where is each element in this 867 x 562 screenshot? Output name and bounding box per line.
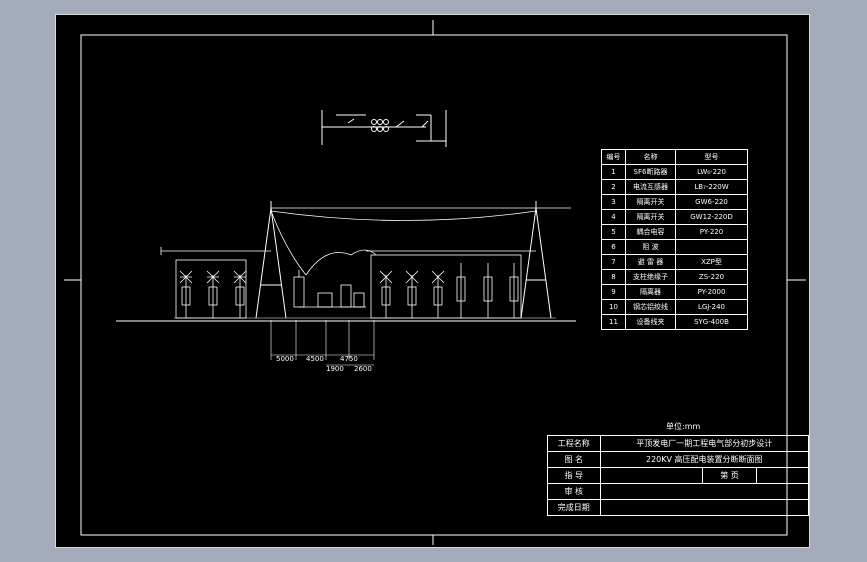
middle-equipment <box>293 270 366 308</box>
row-no: 1 <box>601 164 626 180</box>
project-value: 平顶发电厂一期工程电气部分初步设计 <box>599 435 809 452</box>
row-model: GW6-220 <box>675 194 748 210</box>
row-name: 电流互感器 <box>625 179 676 195</box>
row-name: 设备线夹 <box>625 314 676 330</box>
row-name: 支柱绝缘子 <box>625 269 676 285</box>
dimension-lines <box>270 320 375 366</box>
portal-towers <box>255 201 552 319</box>
row-no: 2 <box>601 179 626 195</box>
row-no: 3 <box>601 194 626 210</box>
dim-label: 4750 <box>340 355 358 363</box>
dimension-labels: 5000 4500 4750 1900 2600 <box>276 355 372 373</box>
row-no: 6 <box>601 239 626 255</box>
single-line-schematic <box>321 110 447 147</box>
row-model: PY-220 <box>675 224 748 240</box>
inner-frame <box>80 34 788 536</box>
row-name: 隔离器 <box>625 284 676 300</box>
header-cell: 编号 <box>601 149 626 165</box>
row-name: 钢芯铝绞线 <box>625 299 676 315</box>
row-no: 5 <box>601 224 626 240</box>
row-name: SF6断路器 <box>625 164 676 180</box>
row-model: SYG-400B <box>675 314 748 330</box>
row-name: 隔离开关 <box>625 194 676 210</box>
dim-label: 2600 <box>354 365 372 373</box>
cad-drawing: 5000 4500 4750 1900 2600 <box>64 20 806 545</box>
row-model: XZP型 <box>675 254 748 270</box>
title-row-reviewer: 审 核 <box>547 483 809 500</box>
title-row-project: 工程名称 平顶发电厂一期工程电气部分初步设计 <box>547 435 809 452</box>
date-value <box>599 499 809 516</box>
page-value <box>755 467 810 484</box>
title-row-date: 完成日期 <box>547 499 809 516</box>
overhead-wires <box>161 207 571 276</box>
header-cell: 名称 <box>625 149 676 165</box>
row-name: 隔离开关 <box>625 209 676 225</box>
row-model: PY-2000 <box>675 284 748 300</box>
dim-label: 1900 <box>326 365 344 373</box>
designer-value <box>599 467 704 484</box>
row-name: 耦合电容 <box>625 224 676 240</box>
row-name: 阻 波 <box>625 239 676 255</box>
frame-ticks <box>64 20 806 545</box>
unit-note: 单位:mm <box>666 422 701 431</box>
header-cell: 型号 <box>675 149 748 165</box>
row-model: LB₇-220W <box>675 179 748 195</box>
right-bay-equipment <box>370 254 522 319</box>
title-block: 工程名称 平顶发电厂一期工程电气部分初步设计 图 名 220KV 高压配电装置分… <box>547 435 810 516</box>
title-row-designer: 指 导 第 页 <box>547 467 810 484</box>
row-no: 8 <box>601 269 626 285</box>
row-no: 10 <box>601 299 626 315</box>
dim-label: 5000 <box>276 355 294 363</box>
row-no: 9 <box>601 284 626 300</box>
parts-table-header: 编号 名称 型号 <box>601 149 748 165</box>
row-model <box>675 239 748 255</box>
dim-label: 4500 <box>306 355 324 363</box>
row-no: 4 <box>601 209 626 225</box>
drawing-value: 220KV 高压配电装置分断断面图 <box>599 451 809 468</box>
project-label: 工程名称 <box>547 435 601 452</box>
designer-label: 指 导 <box>547 467 601 484</box>
row-model: LW₆-220 <box>675 164 748 180</box>
drawing-label: 图 名 <box>547 451 601 468</box>
date-label: 完成日期 <box>547 499 601 516</box>
title-row-drawing: 图 名 220KV 高压配电装置分断断面图 <box>547 451 809 468</box>
row-no: 11 <box>601 314 626 330</box>
left-bay-equipment <box>160 247 247 319</box>
reviewer-label: 审 核 <box>547 483 601 500</box>
row-model: GW12-220D <box>675 209 748 225</box>
row-model: LGJ-240 <box>675 299 748 315</box>
row-model: ZS-220 <box>675 269 748 285</box>
reviewer-value <box>599 483 809 500</box>
row-name: 避 雷 器 <box>625 254 676 270</box>
page-label: 第 页 <box>702 467 757 484</box>
row-no: 7 <box>601 254 626 270</box>
